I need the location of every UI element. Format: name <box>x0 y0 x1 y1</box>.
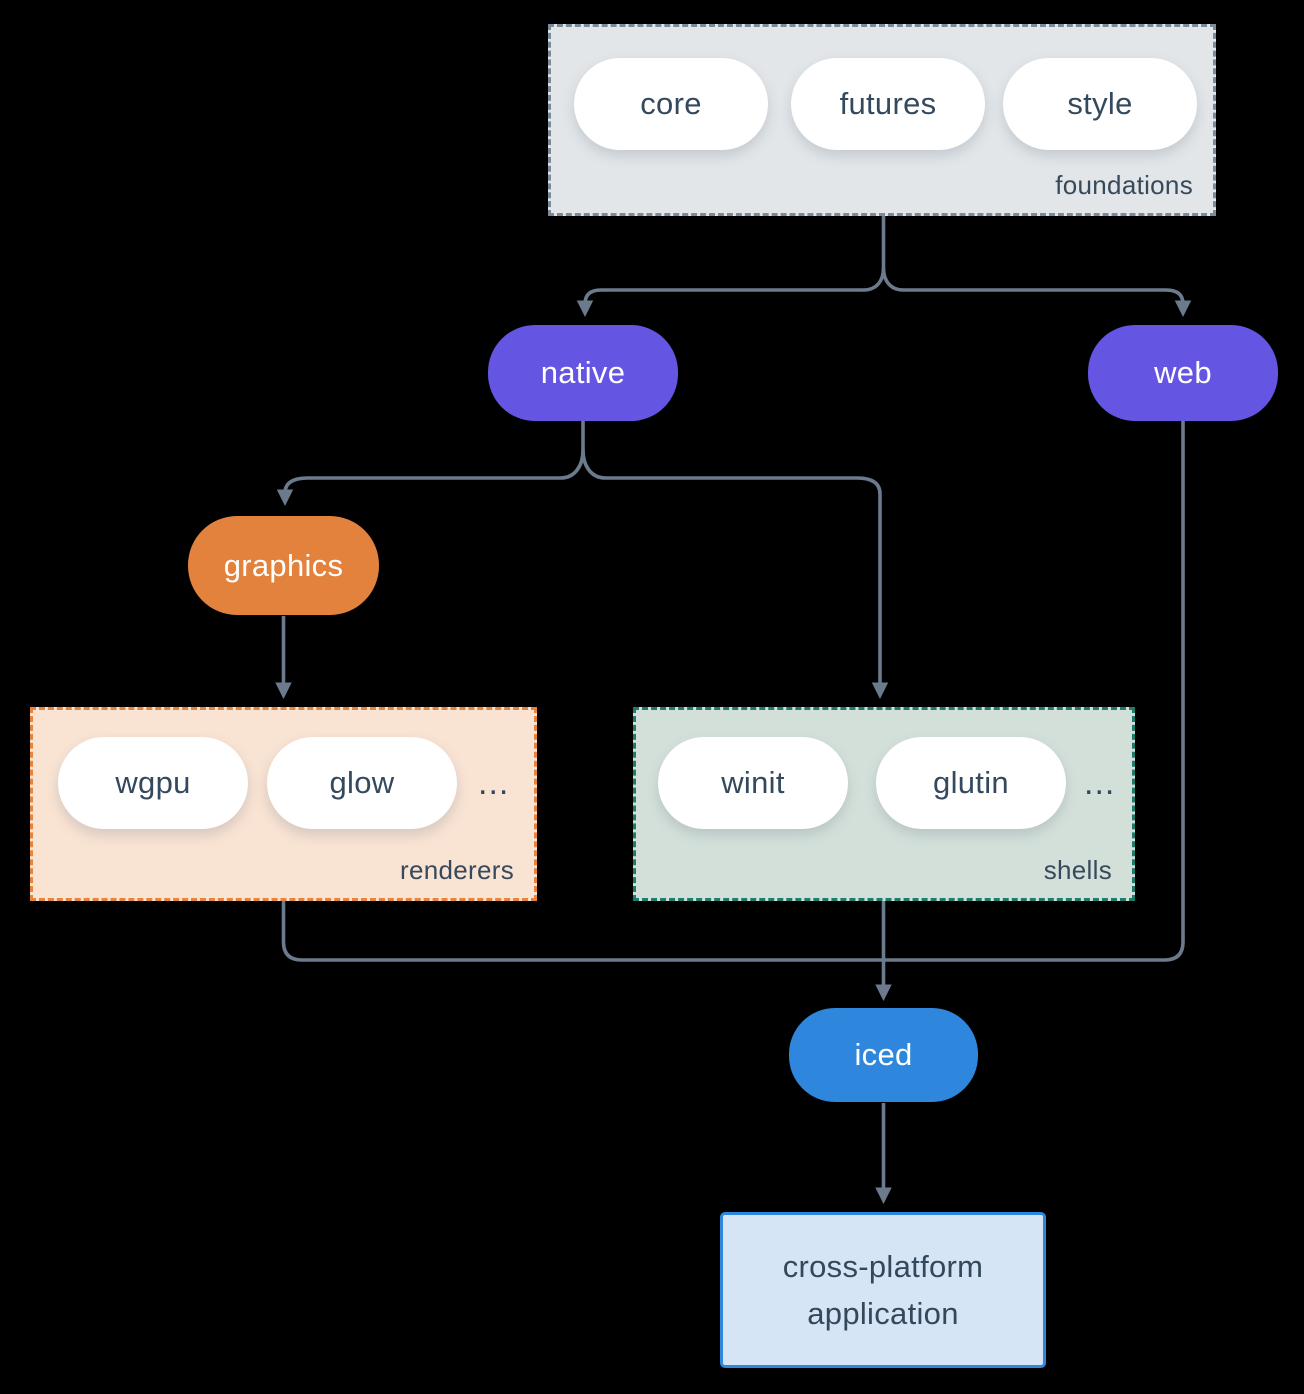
node-graphics-label: graphics <box>223 547 344 583</box>
application-label-line2: application <box>807 1296 959 1331</box>
node-core-label: core <box>640 86 702 121</box>
renderers-ellipsis: ... <box>478 763 510 802</box>
group-shells-label: shells <box>1043 855 1112 885</box>
application-label-line1: cross-platform <box>782 1249 984 1284</box>
node-iced: iced <box>789 1008 978 1102</box>
shells-ellipsis: ... <box>1084 763 1116 802</box>
edge-web-iced <box>883 421 1185 962</box>
group-renderers: wgpu glow ... renderers <box>30 707 537 901</box>
node-glutin-label: glutin <box>933 765 1009 800</box>
edge-native-shells <box>581 449 889 699</box>
node-native: native <box>488 325 678 421</box>
node-web-label: web <box>1154 355 1212 390</box>
node-wgpu-label: wgpu <box>115 765 191 800</box>
node-wgpu: wgpu <box>58 737 248 829</box>
node-glow-label: glow <box>329 765 395 800</box>
node-futures-label: futures <box>839 86 937 121</box>
node-style: style <box>1003 58 1197 150</box>
node-winit-label: winit <box>721 765 785 800</box>
node-graphics: graphics <box>188 516 379 615</box>
edge-native-graphics <box>276 421 585 506</box>
edge-foundations-native <box>576 216 886 317</box>
edge-renderers-iced <box>281 901 884 962</box>
node-web: web <box>1088 325 1278 421</box>
group-shells: winit glutin ... shells <box>633 707 1135 901</box>
node-winit: winit <box>658 737 848 829</box>
node-futures: futures <box>791 58 985 150</box>
node-glutin: glutin <box>876 737 1066 829</box>
node-style-label: style <box>1067 86 1133 121</box>
group-foundations: core futures style foundations <box>548 24 1216 216</box>
node-core: core <box>574 58 768 150</box>
node-iced-label: iced <box>854 1037 913 1072</box>
node-glow: glow <box>267 737 457 829</box>
node-cross-platform-application: cross-platform application <box>720 1212 1046 1368</box>
node-native-label: native <box>540 355 626 390</box>
group-renderers-label: renderers <box>400 855 514 885</box>
edge-foundations-web <box>881 267 1192 317</box>
group-foundations-label: foundations <box>1055 170 1193 200</box>
